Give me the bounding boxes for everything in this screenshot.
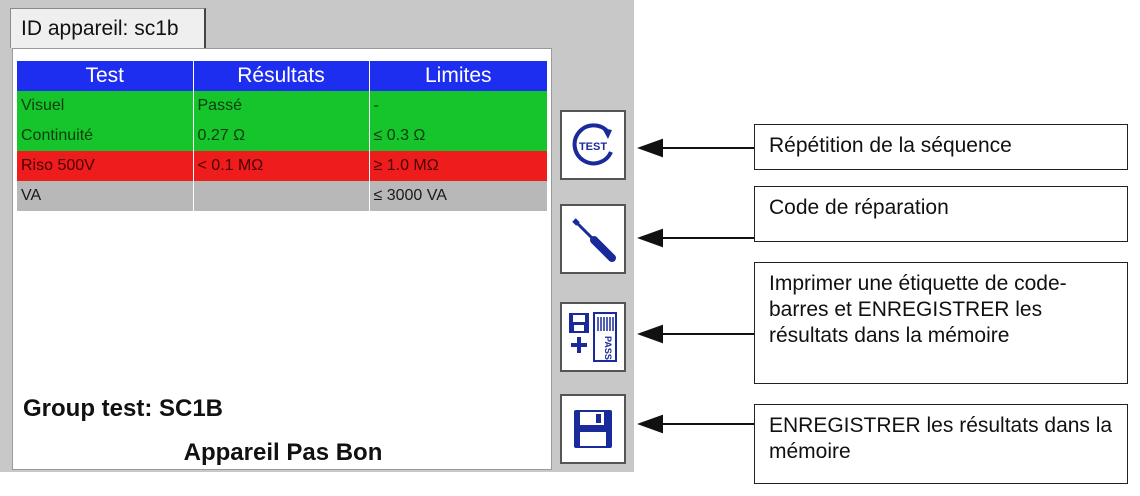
floppy-disk-icon: [574, 410, 612, 448]
repair-code-button[interactable]: [560, 204, 626, 274]
save-button[interactable]: [560, 394, 626, 464]
callout-repeat-sequence: Répétition de la séquence: [754, 124, 1128, 170]
callout-repair-code: Code de réparation: [754, 186, 1128, 242]
results-panel: Test Résultats Limites Visuel Passé - Co…: [12, 48, 552, 470]
table-row: Visuel Passé -: [17, 91, 547, 121]
cell-result: Passé: [193, 91, 370, 121]
tab-device-id[interactable]: ID appareil: sc1b: [10, 8, 206, 48]
cell-test: VA: [17, 181, 194, 211]
cell-limit: ≤ 0.3 Ω: [369, 121, 547, 151]
screwdriver-icon: [572, 218, 616, 262]
cell-limit: ≥ 1.0 MΩ: [369, 151, 547, 181]
cell-test: Continuité: [17, 121, 194, 151]
table-header-row: Test Résultats Limites: [17, 61, 547, 91]
column-header-limits: Limites: [369, 61, 547, 91]
test-repeat-icon: TEST: [572, 123, 613, 166]
pass-label-text: PASS: [603, 336, 613, 360]
column-header-test: Test: [17, 61, 194, 91]
verdict-status: Appareil Pas Bon: [183, 439, 383, 466]
table-row: Riso 500V < 0.1 MΩ ≥ 1.0 MΩ: [17, 151, 547, 181]
test-icon-text: TEST: [579, 141, 607, 153]
callout-print-save: Imprimer une étiquette de code-barres et…: [754, 262, 1128, 384]
cell-result: < 0.1 MΩ: [193, 151, 370, 181]
cell-result: 0.27 Ω: [193, 121, 370, 151]
callout-save: ENREGISTRER les résultats dans la mémoir…: [754, 404, 1128, 484]
cell-test: Riso 500V: [17, 151, 194, 181]
table-row: Continuité 0.27 Ω ≤ 0.3 Ω: [17, 121, 547, 151]
cell-limit: -: [369, 91, 547, 121]
group-test-label: Group test: SC1B: [23, 395, 224, 422]
save-print-label-icon: PASS: [569, 312, 617, 362]
cell-test: Visuel: [17, 91, 194, 121]
repeat-sequence-button[interactable]: TEST: [560, 110, 626, 180]
table-row: VA ≤ 3000 VA: [17, 181, 547, 211]
column-header-results: Résultats: [193, 61, 370, 91]
device-screen: ID appareil: sc1b Test Résultats Limites…: [0, 0, 634, 472]
print-and-save-button[interactable]: PASS: [560, 302, 626, 372]
cell-result: [193, 181, 370, 211]
cell-limit: ≤ 3000 VA: [369, 181, 547, 211]
results-table: Test Résultats Limites Visuel Passé - Co…: [17, 61, 547, 211]
